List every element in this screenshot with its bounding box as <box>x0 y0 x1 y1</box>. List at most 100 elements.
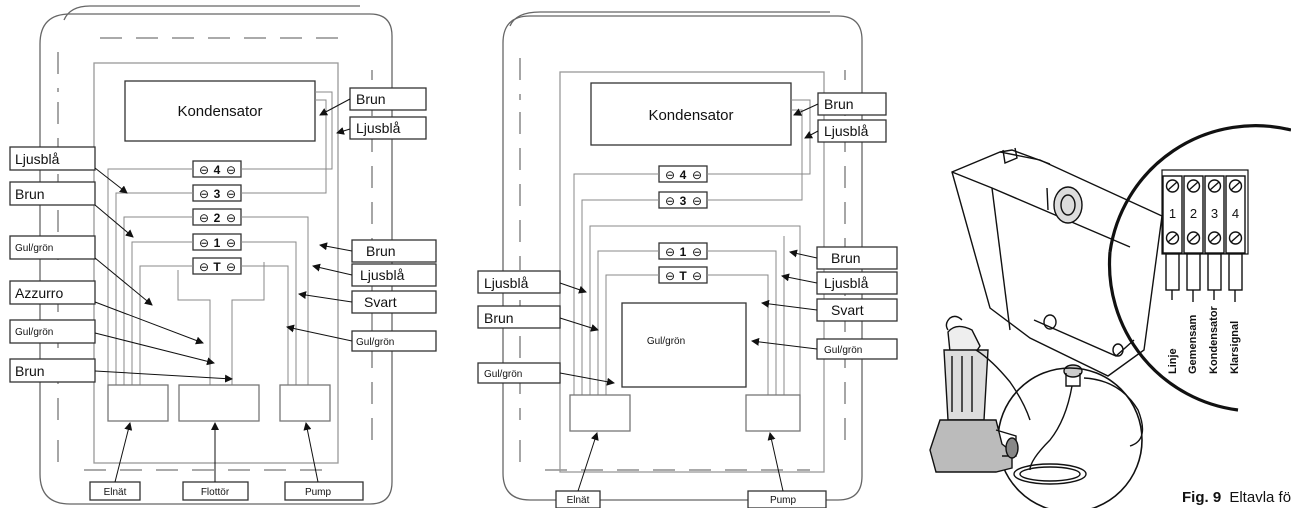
svg-text:4: 4 <box>1232 206 1239 221</box>
svg-text:⊖: ⊖ <box>692 245 702 259</box>
svg-text:T: T <box>213 260 221 274</box>
wire-labels: Linje Gemensam Kondensator Klarsignal <box>1167 305 1241 374</box>
svg-text:⊖: ⊖ <box>199 211 209 225</box>
backplate <box>93 62 339 464</box>
detail-terminal-1: 1 <box>1162 175 1183 254</box>
svg-text:2: 2 <box>214 211 221 225</box>
terminal-t: ⊖ T ⊖ <box>192 257 242 275</box>
detail-terminal-4: 4 <box>1225 175 1246 254</box>
arrows-right <box>286 98 353 342</box>
svg-text:⊖: ⊖ <box>199 163 209 177</box>
svg-text:⊖: ⊖ <box>665 168 675 182</box>
label-flottor: Flottör <box>201 487 230 498</box>
figure-caption: Fig. 9 Eltavla för <box>1182 489 1291 506</box>
arrows-left <box>94 167 233 383</box>
svg-text:1: 1 <box>680 245 687 259</box>
condenser-label: Kondensator <box>648 107 733 124</box>
wire-label-gemensam: Gemensam <box>1187 314 1199 374</box>
label-ljusbla: Ljusblå <box>824 275 869 291</box>
labels-right: Brun Ljusblå Brun Ljusblå Svart Gul/grön <box>816 92 898 360</box>
label-ljusbla: Ljusblå <box>356 120 401 136</box>
condenser-box <box>590 82 792 146</box>
labels-right: Brun Ljusblå Brun Ljusblå Svart Gul/grön <box>349 87 437 352</box>
label-ljusbla: Ljusblå <box>15 151 60 167</box>
labels-left: Ljusblå Brun Gul/grön <box>477 270 561 384</box>
svg-text:3: 3 <box>680 194 687 208</box>
svg-text:1: 1 <box>1169 206 1176 221</box>
svg-text:⊖: ⊖ <box>226 211 236 225</box>
arrows-bottom <box>577 432 784 492</box>
connector-flottor <box>178 384 260 422</box>
wire-label-kondensator: Kondensator <box>1208 305 1220 374</box>
label-svart: Svart <box>364 294 397 310</box>
connector-pump <box>745 394 801 432</box>
terminal-1: ⊖ 1 ⊖ <box>658 242 708 260</box>
svg-text:⊖: ⊖ <box>692 168 702 182</box>
figure-caption-text: Fig. 9 Eltavla för <box>1182 489 1291 506</box>
center-box <box>621 302 747 388</box>
detail-wires <box>1165 253 1243 302</box>
svg-text:⊖: ⊖ <box>692 269 702 283</box>
pump-illustration <box>929 315 1031 473</box>
label-elnat: Elnät <box>104 487 127 498</box>
terminal-4: ⊖ 4 ⊖ <box>658 165 708 183</box>
svg-text:⊖: ⊖ <box>665 245 675 259</box>
label-brun: Brun <box>15 363 45 379</box>
svg-text:1: 1 <box>214 236 221 250</box>
detail-terminal-2: 2 <box>1183 175 1204 254</box>
connector-pump <box>279 384 331 422</box>
label-gul-gron: Gul/grön <box>15 243 53 254</box>
label-gul-gron: Gul/grön <box>484 369 522 380</box>
connector-elnat <box>107 384 169 422</box>
label-brun: Brun <box>366 243 396 259</box>
condenser-box <box>124 80 316 142</box>
arrows-right <box>751 103 819 350</box>
terminal-3: ⊖ 3 ⊖ <box>192 184 242 202</box>
terminal-detail-view: 1 2 3 <box>1107 124 1291 412</box>
svg-text:⊖: ⊖ <box>226 260 236 274</box>
center-box-label: Gul/grön <box>647 336 685 347</box>
svg-text:⊖: ⊖ <box>226 163 236 177</box>
label-brun: Brun <box>356 91 386 107</box>
labels-left: Ljusblå Brun Gul/grön Azzurro Gul/grön B… <box>9 146 96 383</box>
label-pump: Pump <box>770 495 797 506</box>
lid-top-curve <box>63 5 360 21</box>
lid-top-curve <box>509 11 830 27</box>
labels-bottom: Elnät Flottör Pump <box>89 481 364 501</box>
label-brun: Brun <box>484 310 514 326</box>
label-gul-gron: Gul/grön <box>824 345 862 356</box>
svg-text:⊖: ⊖ <box>199 187 209 201</box>
label-brun: Brun <box>831 250 861 266</box>
terminal-block: ⊖ 4 ⊖ ⊖ 3 ⊖ ⊖ 1 ⊖ ⊖ T ⊖ <box>658 165 708 284</box>
caption-number: Fig. 9 <box>1182 489 1221 506</box>
label-brun: Brun <box>824 96 854 112</box>
labels-bottom: Elnät Pump <box>555 490 827 508</box>
svg-text:⊖: ⊖ <box>665 194 675 208</box>
label-ljusbla: Ljusblå <box>824 123 869 139</box>
connector-elnat <box>569 394 631 432</box>
terminal-t: ⊖ T ⊖ <box>658 266 708 284</box>
arrows-left <box>559 282 615 386</box>
label-brun: Brun <box>15 186 45 202</box>
terminal-4: ⊖ 4 ⊖ <box>192 160 242 178</box>
svg-text:⊖: ⊖ <box>665 269 675 283</box>
label-gul-gron: Gul/grön <box>15 327 53 338</box>
svg-text:3: 3 <box>214 187 221 201</box>
diagram-1: Kondensator ⊖ 4 ⊖ ⊖ 3 ⊖ ⊖ 2 ⊖ <box>9 5 437 505</box>
caption-description: Eltavla för <box>1229 489 1291 506</box>
control-box-illustration <box>951 147 1163 508</box>
label-elnat: Elnät <box>567 495 590 506</box>
svg-text:⊖: ⊖ <box>692 194 702 208</box>
label-pump: Pump <box>305 487 332 498</box>
enclosure-outline <box>39 13 393 505</box>
svg-text:⊖: ⊖ <box>199 236 209 250</box>
svg-text:T: T <box>679 269 687 283</box>
label-ljusbla: Ljusblå <box>484 275 529 291</box>
terminal-1: ⊖ 1 ⊖ <box>192 233 242 251</box>
terminal-3: ⊖ 3 ⊖ <box>658 191 708 209</box>
enclosure-inner-border <box>519 58 846 471</box>
detail-terminal-3: 3 <box>1204 175 1225 254</box>
terminal-2: ⊖ 2 ⊖ <box>192 208 242 226</box>
label-ljusbla: Ljusblå <box>360 267 405 283</box>
